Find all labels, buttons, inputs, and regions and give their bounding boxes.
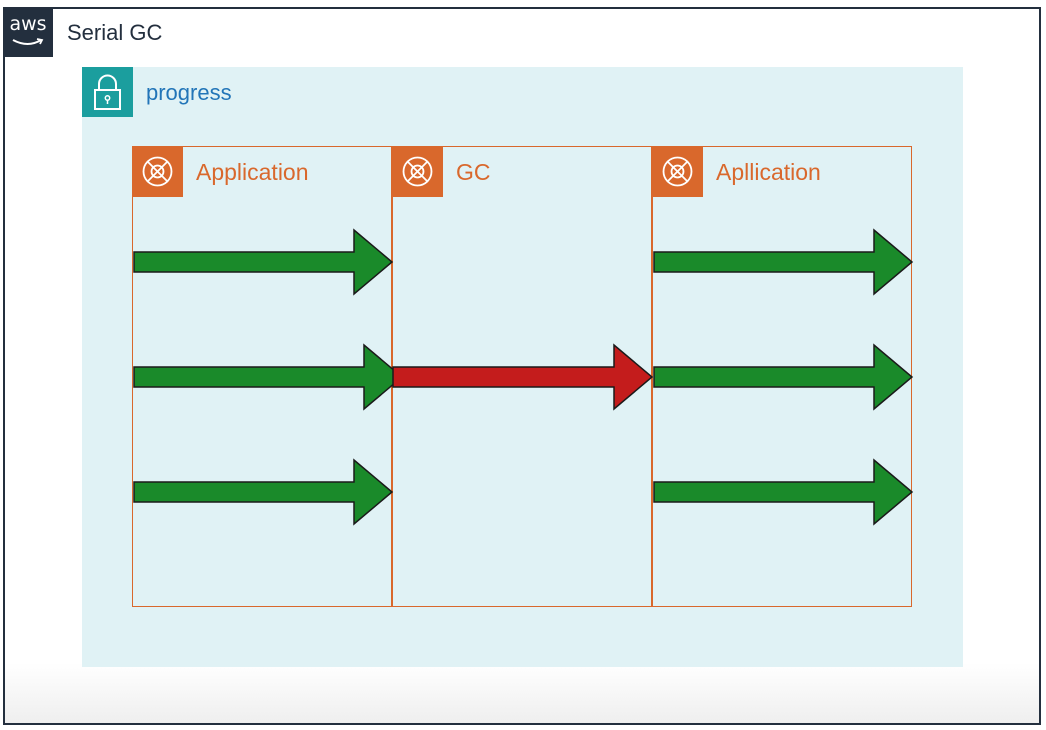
app-thread-arrow [653,458,914,526]
aws-smile-icon [12,38,44,45]
app-thread-arrow [133,458,394,526]
aws-logo: aws [3,7,53,57]
gc-thread-arrow [392,343,654,411]
engine-icon [132,146,183,197]
phase-label-application: Application [196,159,309,185]
diagram-title: Serial GC [67,20,163,45]
lock-icon [82,67,133,117]
app-thread-arrow [653,343,914,411]
group-label: progress [146,80,232,105]
app-thread-arrow [133,343,404,411]
engine-icon [392,146,443,197]
phase-label-gc: GC [456,159,491,185]
app-thread-arrow [653,228,914,296]
phase-label-application-2: Apllication [716,159,821,185]
app-thread-arrow [133,228,394,296]
aws-logo-text: aws [9,13,47,35]
engine-icon [652,146,703,197]
